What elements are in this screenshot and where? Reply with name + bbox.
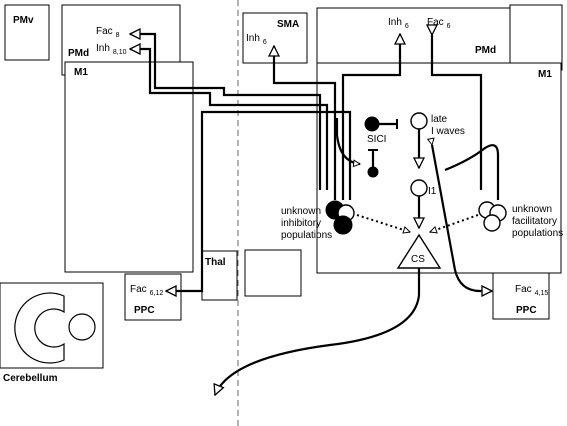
m1-left-label: M1 — [74, 67, 88, 78]
ppc-left-pathway — [166, 110, 352, 291]
facilitatory-cell-3 — [483, 214, 501, 232]
facil-label-1: unknown — [512, 204, 552, 215]
pmd-right-label: PMd — [475, 45, 496, 56]
pmd-left-label: PMd — [68, 48, 89, 59]
facil-label-2: facilitatory — [512, 216, 557, 227]
inhib-label-2: inhibitory — [281, 218, 321, 229]
i1-neuron — [410, 179, 428, 197]
m1-right-box — [316, 62, 562, 274]
ppc-left-label: PPC — [134, 305, 155, 316]
pmv-right-box — [509, 4, 563, 71]
fac6-right-pathway — [432, 35, 483, 190]
m1-left-box — [64, 61, 194, 273]
thal-box — [201, 250, 238, 301]
inhib-label-3: populations — [281, 230, 332, 241]
cerebellum-hemisphere-icon — [14, 292, 65, 364]
ppc-left-box — [124, 273, 182, 321]
cerebellum-label: Cerebellum — [3, 373, 58, 384]
inhibitory-to-cs-pathway — [356, 214, 410, 232]
cs-label: CS — [411, 254, 425, 265]
pmd-right-box — [316, 7, 512, 69]
thal-label: Thal — [205, 257, 226, 268]
facil-label-3: populations — [512, 228, 563, 239]
inhib-label-1: unknown — [281, 206, 321, 217]
i1-label: I1 — [428, 186, 437, 197]
fac8-pathway — [130, 34, 322, 190]
cerebellum-lobe-icon — [68, 313, 96, 341]
late-waves-label-2: I waves — [431, 126, 465, 137]
pmv-left-box — [4, 4, 50, 61]
sici-label: SICI — [367, 134, 386, 145]
ppc-right-label: PPC — [516, 305, 537, 316]
ppc-right-box — [492, 272, 550, 320]
late-i-waves-neuron — [410, 112, 428, 130]
inhibitory-cell-3 — [333, 215, 353, 235]
corticospinal-output-pathway — [215, 268, 421, 395]
inh810-pathway — [130, 49, 329, 190]
sici-interneuron-2 — [367, 166, 379, 178]
inh6-right-pathway — [341, 34, 400, 200]
right-thal-box — [244, 249, 302, 297]
m1-right-label: M1 — [538, 69, 552, 80]
sma-pathway — [274, 46, 337, 200]
late-waves-label-1: late — [431, 114, 448, 125]
pmv-left-label: PMv — [13, 15, 34, 26]
sici-input-pathway — [335, 118, 360, 164]
sma-label: SMA — [277, 19, 299, 30]
cerebellum-box — [0, 282, 104, 369]
cs-to-ppc-right-pathway — [432, 145, 492, 291]
sici-interneuron-1 — [364, 116, 380, 132]
